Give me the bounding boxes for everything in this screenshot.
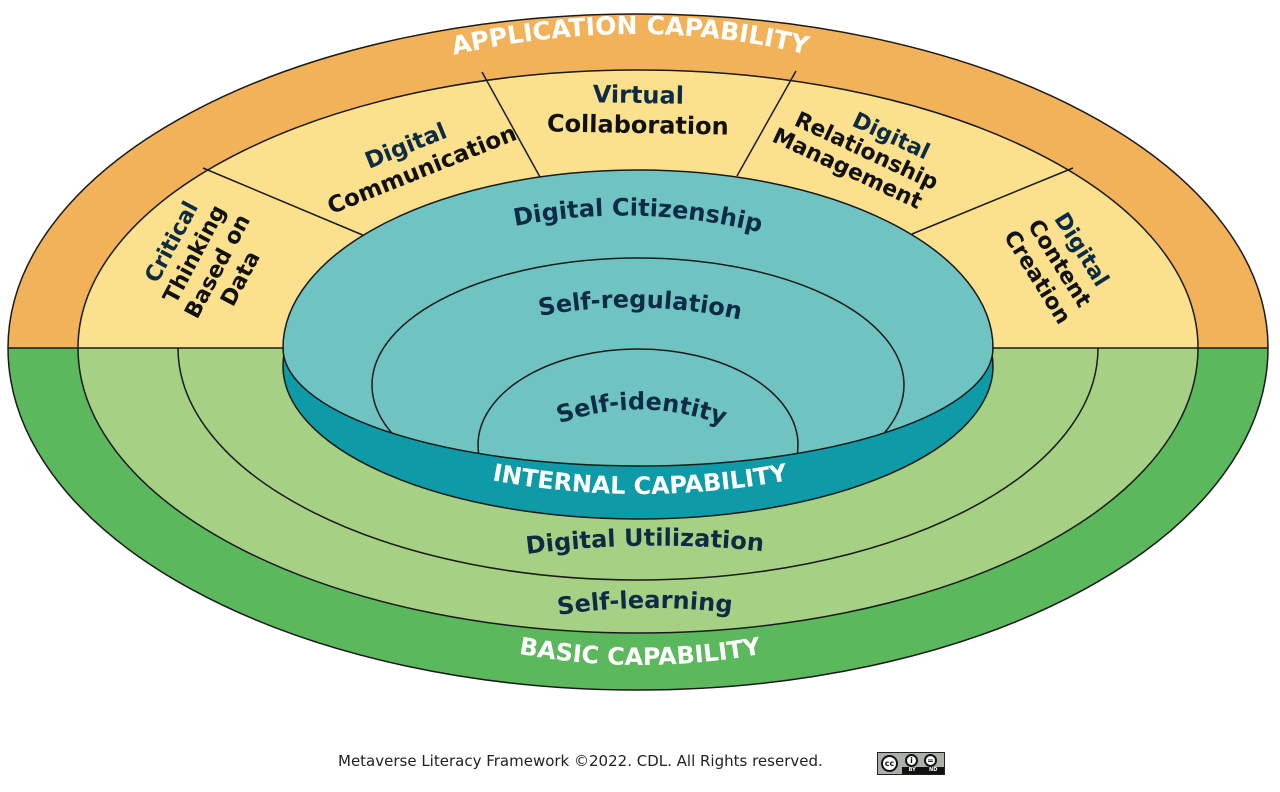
divider-relationship-content bbox=[911, 167, 1074, 235]
segment-critical-thinking: Critical Thinking Based on Data bbox=[140, 197, 265, 322]
divider-communication-virtual bbox=[481, 71, 541, 178]
segment-dividers bbox=[202, 70, 1074, 237]
copyright-footer: Metaverse Literacy Framework ©2022. CDL.… bbox=[338, 752, 823, 770]
self-regulation-ring bbox=[371, 257, 905, 466]
divider-critical-communication bbox=[202, 167, 366, 237]
segment-line: Collaboration bbox=[547, 109, 729, 140]
segment-line: Virtual bbox=[593, 80, 685, 110]
cc-icon: cc bbox=[881, 755, 898, 772]
by-label: BY bbox=[908, 767, 916, 773]
self-identity-ring bbox=[477, 348, 799, 466]
license-strip: BY ND bbox=[902, 767, 944, 774]
no-derivatives-icon: = bbox=[924, 754, 937, 767]
segment-virtual-collaboration: Virtual Collaboration bbox=[547, 80, 729, 140]
divider-virtual-relationship bbox=[736, 70, 797, 177]
creative-commons-icon[interactable]: cc i = BY ND bbox=[877, 752, 945, 775]
internal-capability-disc bbox=[282, 169, 994, 520]
attribution-icon: i bbox=[905, 754, 918, 767]
nd-label: ND bbox=[929, 767, 938, 773]
